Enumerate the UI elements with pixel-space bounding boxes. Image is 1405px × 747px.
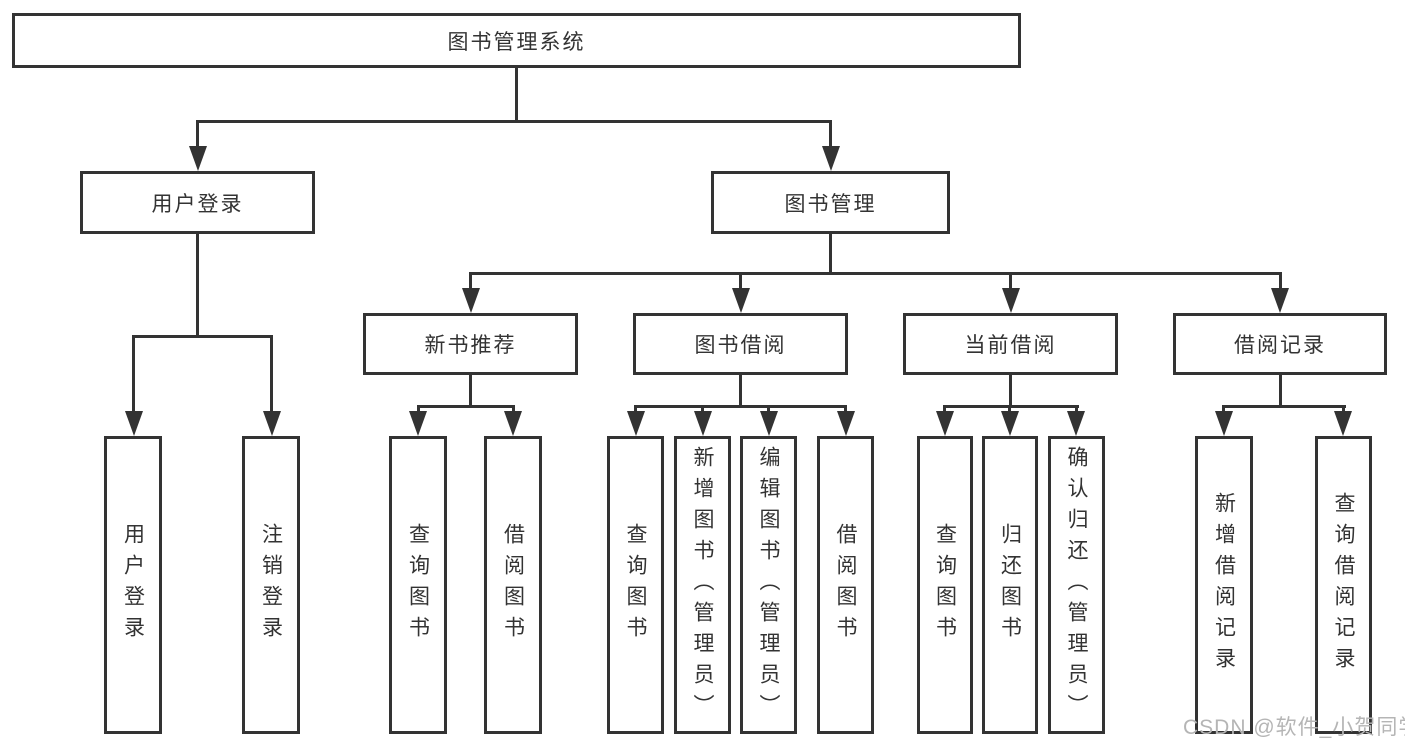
arrow-down-icon [125, 411, 143, 436]
node-current-borrowing: 当前借阅 [903, 313, 1118, 375]
arrow-down-icon [189, 146, 207, 171]
connector-line [943, 405, 1079, 408]
connector-line [1279, 375, 1282, 407]
connector-line [701, 405, 704, 415]
leaf-user-login: 用户登录 [104, 436, 162, 734]
leaf-confirm-return-admin: 确认归还（管理员） [1048, 436, 1105, 734]
connector-line [469, 272, 472, 292]
connector-line [1222, 405, 1225, 415]
arrow-down-icon [1334, 411, 1352, 436]
arrow-down-icon [409, 411, 427, 436]
leaf-borrow-books-borrow: 借阅图书 [817, 436, 874, 734]
arrow-down-icon [504, 411, 522, 436]
arrow-down-icon [1002, 288, 1020, 313]
connector-line [739, 272, 742, 292]
leaf-edit-book-admin: 编辑图书（管理员） [740, 436, 797, 734]
arrow-down-icon [1215, 411, 1233, 436]
connector-line [1075, 405, 1078, 415]
connector-line [767, 405, 770, 415]
connector-line [417, 405, 515, 408]
node-borrowing-records: 借阅记录 [1173, 313, 1387, 375]
arrow-down-icon [1001, 411, 1019, 436]
leaf-query-books-borrow: 查询图书 [607, 436, 664, 734]
connector-line [1279, 272, 1282, 292]
node-library-management-system: 图书管理系统 [12, 13, 1021, 68]
arrow-down-icon [694, 411, 712, 436]
leaf-add-borrow-record: 新增借阅记录 [1195, 436, 1253, 734]
connector-line [634, 405, 637, 415]
leaf-query-books-recommend: 查询图书 [389, 436, 447, 734]
node-new-book-recommendation: 新书推荐 [363, 313, 578, 375]
arrow-down-icon [627, 411, 645, 436]
arrow-down-icon [760, 411, 778, 436]
connector-line [132, 335, 135, 415]
connector-line [844, 405, 847, 415]
arrow-down-icon [936, 411, 954, 436]
connector-line [1009, 272, 1012, 292]
node-user-login: 用户登录 [80, 171, 315, 234]
connector-line [196, 234, 199, 337]
watermark: CSDN @软件_小贺同学 [1183, 716, 1405, 739]
connector-line [739, 375, 742, 407]
connector-line [196, 120, 199, 150]
connector-line [469, 272, 1281, 275]
arrow-down-icon [1271, 288, 1289, 313]
connector-line [270, 335, 273, 415]
leaf-return-books: 归还图书 [982, 436, 1038, 734]
connector-line [829, 234, 832, 274]
arrow-down-icon [822, 146, 840, 171]
connector-line [132, 335, 273, 338]
arrow-down-icon [263, 411, 281, 436]
connector-line [1009, 375, 1012, 407]
leaf-query-borrow-record: 查询借阅记录 [1315, 436, 1372, 734]
arrow-down-icon [837, 411, 855, 436]
node-book-management: 图书管理 [711, 171, 950, 234]
connector-line [943, 405, 946, 415]
connector-line [512, 405, 515, 415]
leaf-query-books-current: 查询图书 [917, 436, 973, 734]
connector-line [417, 405, 420, 415]
arrow-down-icon [1067, 411, 1085, 436]
connector-line [829, 120, 832, 150]
connector-line [1342, 405, 1345, 415]
connector-line [196, 120, 832, 123]
leaf-add-book-admin: 新增图书（管理员） [674, 436, 731, 734]
connector-line [1222, 405, 1346, 408]
connector-line [515, 68, 518, 122]
connector-line [634, 405, 846, 408]
connector-line [469, 375, 472, 407]
arrow-down-icon [462, 288, 480, 313]
node-book-borrowing: 图书借阅 [633, 313, 848, 375]
leaf-logout: 注销登录 [242, 436, 300, 734]
connector-line [1008, 405, 1011, 415]
leaf-borrow-books-recommend: 借阅图书 [484, 436, 542, 734]
arrow-down-icon [732, 288, 750, 313]
